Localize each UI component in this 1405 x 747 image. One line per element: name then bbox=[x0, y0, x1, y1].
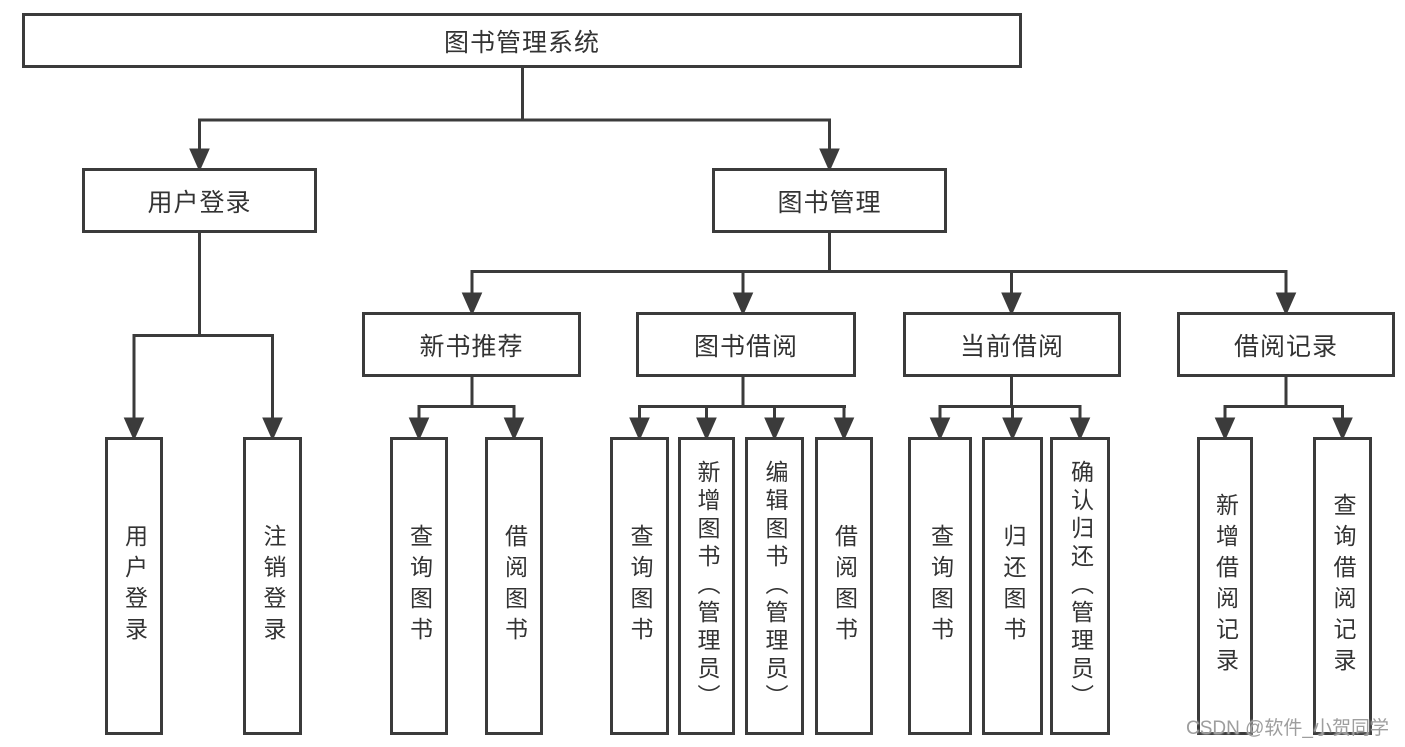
leaf-return-books: 归还图书 bbox=[982, 437, 1043, 735]
node-book-management-label: 图书管理 bbox=[777, 188, 882, 217]
leaf-query-books-current-label: 查询图书 bbox=[927, 524, 954, 648]
node-new-book-recommend-label: 新书推荐 bbox=[419, 332, 524, 361]
leaf-borrow-books-label: 借阅图书 bbox=[831, 524, 858, 648]
leaf-add-books-admin-label: 新增图书（管理员） bbox=[694, 460, 720, 712]
leaf-add-books-admin: 新增图书（管理员） bbox=[678, 437, 735, 735]
node-new-book-recommend: 新书推荐 bbox=[362, 312, 581, 377]
arrowhead bbox=[929, 417, 951, 441]
leaf-logout: 注销登录 bbox=[243, 437, 302, 735]
leaf-add-borrow-record-label: 新增借阅记录 bbox=[1212, 493, 1239, 679]
leaf-confirm-return-admin-label: 确认归还（管理员） bbox=[1067, 460, 1094, 712]
connector-book-mgmt-to-level3 bbox=[461, 233, 1297, 316]
connector-new-book-to-leaves bbox=[408, 376, 525, 441]
arrowhead bbox=[732, 292, 754, 316]
node-borrowing-records: 借阅记录 bbox=[1177, 312, 1395, 377]
connector-borrow-record-to-leaves bbox=[1214, 376, 1353, 441]
arrowhead bbox=[1002, 417, 1023, 441]
arrowhead bbox=[1214, 417, 1236, 441]
leaf-query-books-recommend: 查询图书 bbox=[390, 437, 448, 735]
node-user-login: 用户登录 bbox=[82, 168, 317, 233]
leaf-return-books-label: 归还图书 bbox=[1000, 524, 1026, 648]
node-library-management-system-label: 图书管理系统 bbox=[443, 28, 600, 57]
leaf-query-borrow-record: 查询借阅记录 bbox=[1313, 437, 1372, 735]
leaf-query-books-borrow: 查询图书 bbox=[610, 437, 669, 735]
connector-user-login-to-leaves bbox=[123, 233, 283, 441]
arrowhead bbox=[262, 417, 283, 441]
node-current-borrowing: 当前借阅 bbox=[903, 312, 1121, 377]
arrowhead bbox=[696, 417, 717, 441]
arrowhead bbox=[629, 417, 650, 441]
node-user-login-label: 用户登录 bbox=[147, 188, 252, 217]
arrowhead bbox=[833, 417, 855, 441]
arrowhead bbox=[123, 417, 145, 441]
node-book-borrowing: 图书借阅 bbox=[636, 312, 856, 377]
connector-current-borrow-to-leaves bbox=[929, 376, 1091, 441]
arrowhead bbox=[503, 417, 525, 441]
leaf-borrow-books: 借阅图书 bbox=[815, 437, 873, 735]
leaf-edit-books-admin: 编辑图书（管理员） bbox=[745, 437, 804, 735]
leaf-edit-books-admin-label: 编辑图书（管理员） bbox=[762, 460, 788, 712]
leaf-user-login-label: 用户登录 bbox=[121, 524, 148, 648]
node-book-management: 图书管理 bbox=[712, 168, 947, 233]
node-current-borrowing-label: 当前借阅 bbox=[959, 332, 1064, 361]
node-borrowing-records-label: 借阅记录 bbox=[1233, 332, 1338, 361]
arrowhead bbox=[1275, 292, 1297, 316]
arrowhead bbox=[189, 148, 210, 172]
connector-root-to-level2 bbox=[189, 68, 840, 172]
arrowhead bbox=[764, 417, 785, 441]
arrowhead bbox=[461, 292, 483, 316]
node-book-borrowing-label: 图书借阅 bbox=[693, 332, 798, 361]
arrowhead bbox=[1069, 417, 1091, 441]
csdn-watermark: CSDN @软件_小贺同学 bbox=[1186, 718, 1389, 739]
arrowhead bbox=[819, 148, 840, 172]
leaf-logout-label: 注销登录 bbox=[260, 524, 286, 648]
leaf-query-books-borrow-label: 查询图书 bbox=[627, 524, 653, 648]
leaf-query-books-recommend-label: 查询图书 bbox=[406, 524, 433, 648]
leaf-add-borrow-record: 新增借阅记录 bbox=[1197, 437, 1253, 735]
leaf-query-borrow-record-label: 查询借阅记录 bbox=[1330, 493, 1356, 679]
arrowhead bbox=[1332, 417, 1353, 441]
leaf-borrow-books-recommend-label: 借阅图书 bbox=[501, 524, 528, 648]
arrowhead bbox=[1001, 292, 1022, 316]
leaf-query-books-current: 查询图书 bbox=[908, 437, 972, 735]
leaf-confirm-return-admin: 确认归还（管理员） bbox=[1050, 437, 1110, 735]
node-library-management-system: 图书管理系统 bbox=[22, 13, 1022, 68]
leaf-user-login: 用户登录 bbox=[105, 437, 163, 735]
connector-book-borrow-to-leaves bbox=[629, 376, 855, 441]
leaf-borrow-books-recommend: 借阅图书 bbox=[485, 437, 543, 735]
arrowhead bbox=[408, 417, 430, 441]
